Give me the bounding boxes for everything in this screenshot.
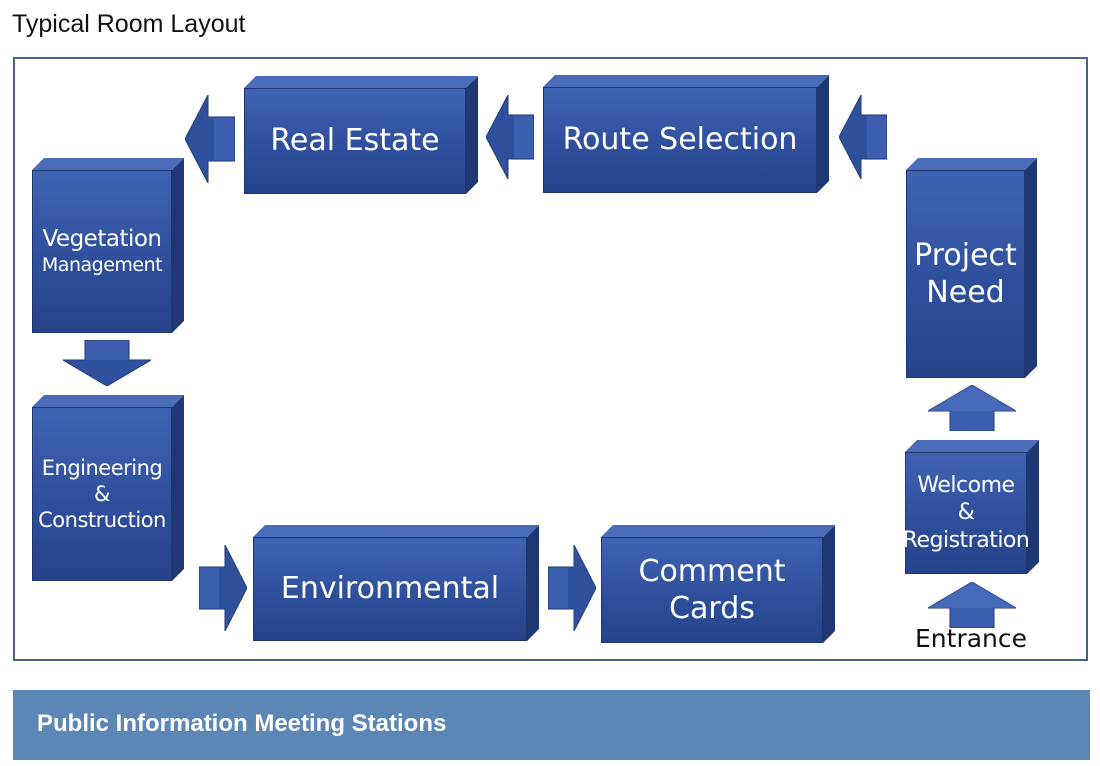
- station-route-selection: Route Selection: [543, 75, 829, 193]
- arrow-up-icon: [928, 582, 1016, 628]
- arrow-left-icon: [486, 95, 534, 179]
- station-vegetation-management: Vegetation Management: [32, 158, 184, 333]
- station-route-selection-label: Route Selection: [562, 122, 798, 158]
- station-project-need-line1: Project: [914, 237, 1017, 273]
- station-project-need: Project Need: [906, 158, 1037, 378]
- footer-title: Public Information Meeting Stations: [37, 710, 447, 737]
- arrow-up-icon: [928, 385, 1016, 431]
- entrance-label: Entrance: [915, 624, 1028, 653]
- station-welcome-line3: Registration: [902, 527, 1030, 553]
- arrow-left-icon: [185, 95, 235, 183]
- station-environmental: Environmental: [253, 525, 539, 641]
- arrow-right-icon: [199, 545, 247, 631]
- station-welcome-line2: &: [957, 500, 975, 526]
- footer-banner: Public Information Meeting Stations: [13, 690, 1090, 760]
- station-project-need-line2: Need: [926, 275, 1005, 310]
- station-vegetation-line2: Management: [41, 254, 163, 276]
- station-engineering-line2: &: [94, 481, 110, 506]
- station-comment-cards-line1: Comment: [638, 553, 786, 589]
- arrow-right-icon: [548, 545, 596, 631]
- station-welcome-registration: Welcome & Registration: [902, 440, 1039, 574]
- page-title: Typical Room Layout: [12, 10, 246, 38]
- station-comment-cards-line2: Cards: [669, 591, 755, 626]
- station-engineering-line1: Engineering: [41, 455, 163, 480]
- arrow-left-icon: [839, 95, 887, 179]
- station-real-estate: Real Estate: [244, 76, 478, 194]
- station-comment-cards: Comment Cards: [601, 525, 835, 643]
- station-vegetation-line1: Vegetation: [42, 226, 162, 253]
- station-environmental-label: Environmental: [280, 571, 500, 607]
- station-engineering-line3: Construction: [38, 508, 166, 533]
- station-real-estate-label: Real Estate: [270, 123, 440, 159]
- arrow-down-icon: [63, 340, 151, 386]
- station-engineering-construction: Engineering & Construction: [32, 395, 184, 581]
- station-welcome-line1: Welcome: [917, 472, 1015, 498]
